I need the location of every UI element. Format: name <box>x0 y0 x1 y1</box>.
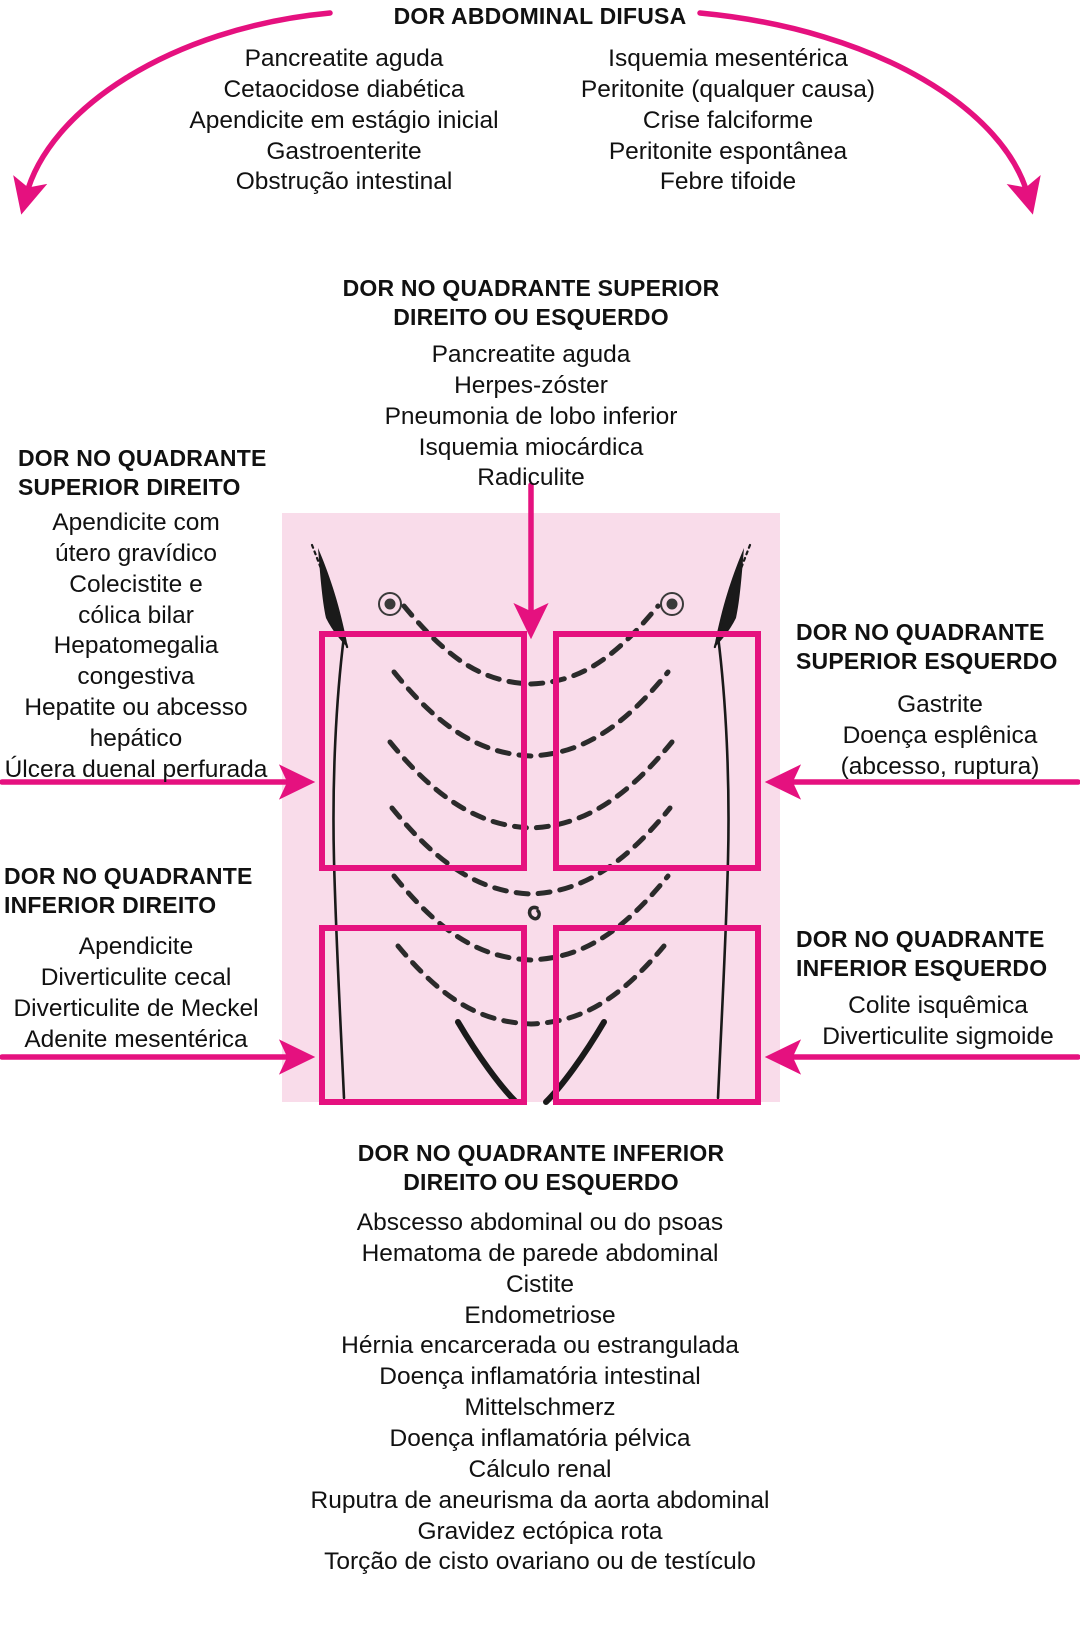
list-item: Peritonite espontânea <box>608 137 848 165</box>
list-item: Doença inflamatória pélvica <box>389 1425 691 1453</box>
list-item: Doença esplênica <box>842 721 1038 749</box>
list-item: Isquemia miocárdica <box>418 433 644 461</box>
list-item: Endometriose <box>464 1301 616 1329</box>
list-item: Hepatomegalia <box>53 632 219 660</box>
list-item: Pancreatite aguda <box>431 341 631 368</box>
list-item: Diverticulite de Meckel <box>13 994 259 1022</box>
list-item: Radiculite <box>477 464 585 492</box>
list-item: cólica bilar <box>78 601 194 629</box>
heading-line: DOR NO QUADRANTE <box>4 863 253 889</box>
list-item: (abcesso, ruptura) <box>840 752 1040 780</box>
list-item: congestiva <box>77 663 195 691</box>
heading-line: DOR NO QUADRANTE <box>796 926 1045 952</box>
list-item: Colecistite e <box>69 570 203 598</box>
heading-line: DOR NO QUADRANTE <box>18 445 267 471</box>
list-item: Hepatite ou abcesso <box>24 694 248 722</box>
list-item: Cistite <box>505 1270 575 1298</box>
list-item: Diverticulite cecal <box>40 963 232 991</box>
list-item: útero gravídico <box>54 539 218 567</box>
upper-left-heading: DOR NO QUADRANTE SUPERIOR ESQUERDO <box>796 618 1076 677</box>
lower-right-causes: Apendicite Diverticulite cecal Diverticu… <box>0 932 272 1055</box>
lower-either-causes: Abscesso abdominal ou do psoas Hematoma … <box>140 1208 940 1578</box>
torso-illustration-panel <box>282 513 780 1102</box>
list-item: Cetaocidose diabética <box>223 75 465 103</box>
upper-right-heading: DOR NO QUADRANTE SUPERIOR DIREITO <box>18 444 298 503</box>
list-item: Mittelschmerz <box>464 1394 616 1422</box>
lower-left-causes: Colite isquêmica Diverticulite sigmoide <box>796 991 1080 1053</box>
list-item: Isquemia mesentérica <box>608 45 848 72</box>
heading-line: INFERIOR DIREITO <box>4 892 217 919</box>
diffuse-pain-heading: DOR ABDOMINAL DIFUSA <box>393 3 687 29</box>
list-item: Obstrução intestinal <box>235 168 453 196</box>
list-item: Crise falciforme <box>642 106 814 134</box>
lower-left-heading: DOR NO QUADRANTE INFERIOR ESQUERDO <box>796 925 1080 984</box>
upper-either-causes: Pancreatite aguda Herpes-zóster Pneumoni… <box>331 340 731 494</box>
list-item: Pneumonia de lobo inferior <box>384 402 678 430</box>
upper-left-causes: Gastrite Doença esplênica (abcesso, rupt… <box>800 690 1080 783</box>
diffuse-pain-left-causes: Pancreatite aguda Cetaocidose diabética … <box>150 44 538 198</box>
heading-line: DOR NO QUADRANTE <box>796 619 1045 645</box>
list-item: Gastrite <box>897 691 983 718</box>
list-item: Gravidez ectópica rota <box>417 1517 663 1545</box>
heading-line: DOR NO QUADRANTE SUPERIOR <box>342 275 720 301</box>
list-item: Doença inflamatória intestinal <box>379 1363 701 1391</box>
list-item: Apendicite em estágio inicial <box>189 106 499 134</box>
upper-either-heading: DOR NO QUADRANTE SUPERIOR DIREITO OU ESQ… <box>331 274 731 333</box>
list-item: Febre tifoide <box>659 168 797 196</box>
list-item: Diverticulite sigmoide <box>822 1022 1054 1050</box>
heading-line: SUPERIOR DIREITO <box>18 474 241 501</box>
upper-right-causes: Apendicite com útero gravídico Colecisti… <box>0 508 272 786</box>
list-item: Gastroenterite <box>266 137 422 165</box>
lower-right-heading: DOR NO QUADRANTE INFERIOR DIREITO <box>4 862 284 921</box>
list-item: Apendicite <box>78 933 194 960</box>
list-item: Ruputra de aneurisma da aorta abdominal <box>310 1486 770 1514</box>
list-item: Torção de cisto ovariano ou de testículo <box>324 1548 756 1576</box>
list-item: Hérnia encarcerada ou estrangulada <box>341 1332 739 1360</box>
heading-line: DIREITO OU ESQUERDO <box>393 304 669 331</box>
heading-line: DOR NO QUADRANTE INFERIOR <box>357 1140 725 1166</box>
list-item: Úlcera duenal perfurada <box>4 755 268 783</box>
list-item: Hematoma de parede abdominal <box>361 1239 719 1267</box>
heading-line: SUPERIOR ESQUERDO <box>796 648 1058 675</box>
list-item: hepático <box>89 725 183 753</box>
list-item: Abscesso abdominal ou do psoas <box>356 1209 724 1236</box>
list-item: Cálculo renal <box>468 1455 612 1483</box>
list-item: Pancreatite aguda <box>244 45 444 72</box>
list-item: Adenite mesentérica <box>24 1025 248 1053</box>
list-item: Apendicite com <box>52 509 220 536</box>
lower-either-heading: DOR NO QUADRANTE INFERIOR DIREITO OU ESQ… <box>291 1139 791 1198</box>
heading-line: INFERIOR ESQUERDO <box>796 955 1048 982</box>
list-item: Peritonite (qualquer causa) <box>580 75 876 103</box>
diffuse-pain-right-causes: Isquemia mesentérica Peritonite (qualque… <box>538 44 918 198</box>
heading-line: DIREITO OU ESQUERDO <box>403 1169 679 1196</box>
list-item: Herpes-zóster <box>454 371 608 399</box>
list-item: Colite isquêmica <box>848 992 1028 1019</box>
